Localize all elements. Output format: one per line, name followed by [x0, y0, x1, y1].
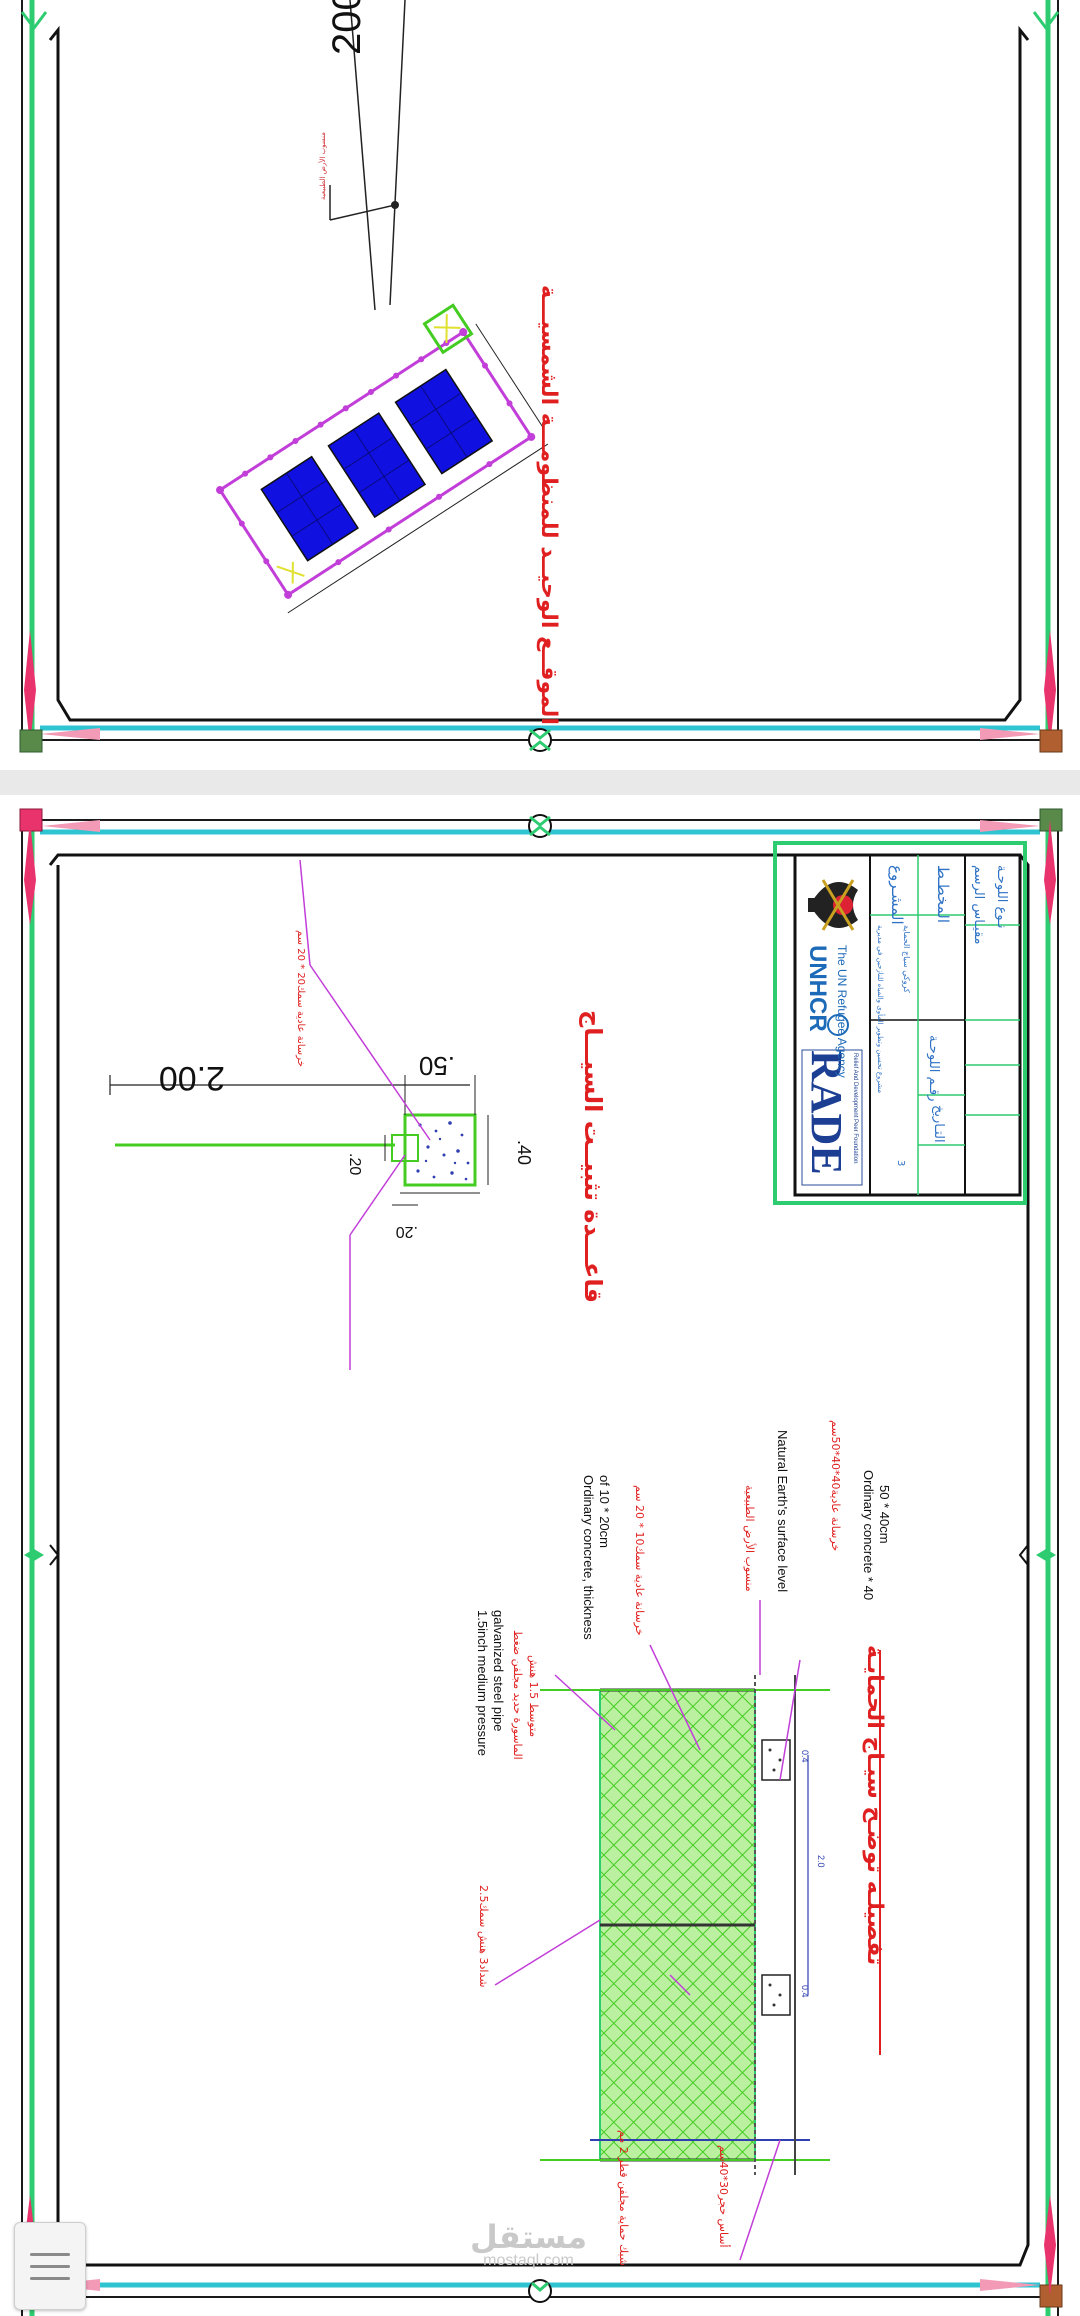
sheet-1-frame [19, 0, 1063, 753]
tb-sheet-no-value: 3 [895, 1160, 906, 1166]
site-title: الموقــع الوحيــد للمنظومـــة الشمسيـــة [536, 285, 561, 725]
svg-text:The UN Refugee Agency: The UN Refugee Agency [835, 945, 849, 1078]
anchor-dim-20b: .20 [396, 1223, 418, 1240]
label-stone-base: أساس حجر30*40سم [717, 2145, 731, 2248]
label-tension-wire: شداد3 هنش سمك2.5 [477, 1885, 490, 1987]
rade-logo: RADE Relief And Development Peer Foundat… [801, 1049, 863, 1186]
hamburger-icon-line [30, 2252, 70, 2256]
label-pipe-ar-1: الماسورة حديد مجلفن ضغط [511, 1630, 524, 1760]
sheet-2-frame [19, 808, 1063, 2316]
drawing-sheet-1: 200 منسوب الأرض الطبيعية الموقــع الوحيـ… [0, 0, 1080, 770]
label-concrete-en-2: of 10 * 20cm [597, 1475, 612, 1548]
anchor-dim-40: .40 [514, 1140, 534, 1165]
tb-subject-value: كروكي سياج الحماية [902, 925, 911, 993]
svg-text:Relief And Development Peer Fo: Relief And Development Peer Foundation [852, 1053, 858, 1163]
dimension-200: 200 [325, 0, 369, 55]
anchor-dim-50: .50 [419, 1051, 455, 1081]
sheet-1-canvas: 200 منسوب الأرض الطبيعية الموقــع الوحيـ… [19, 0, 1063, 753]
tb-sheet-no-label: رقـم اللوحـة [926, 1035, 941, 1102]
unhcr-logo: UNHCR The UN Refugee Agency [804, 945, 849, 1078]
site-survey-lines [329, 0, 406, 311]
tb-scale-label: مقيـاس الرسم [971, 865, 986, 945]
label-pipe-ar-2: متوسط 1.5 هنش [527, 1655, 540, 1737]
sheet-2-canvas: RADE Relief And Development Peer Foundat… [19, 808, 1063, 2316]
anchor-dim-200: 2.00 [159, 1059, 225, 1097]
title-block: RADE Relief And Development Peer Foundat… [773, 841, 1027, 1205]
dim-small-2: 0.4 [800, 1985, 810, 1998]
label-footing-en-2: 50 * 40cm [877, 1485, 892, 1544]
dim-span: 2.0 [816, 1855, 826, 1868]
tb-sheet-type-label: نـوع اللوحـة [994, 865, 1009, 928]
drawing-sheet-2: RADE Relief And Development Peer Foundat… [0, 795, 1080, 2316]
svg-text:UNHCR: UNHCR [804, 945, 831, 1032]
fence-detail-title: تفصيلـه توضـح سيـاج الحمايـة [862, 1645, 887, 1965]
tb-project-value: مشروع تحسين وتطوير المأوى والمياه للنازح… [876, 925, 886, 1093]
solar-panel-array [260, 368, 494, 562]
label-pipe-en-1: 1.5inch medium pressure [475, 1610, 490, 1756]
label-concrete-ar: خرسانة عادية سمك10 * 20 سم [633, 1485, 646, 1636]
label-ground-en: Natural Earth's surface level [775, 1430, 790, 1592]
svg-text:RADE: RADE [802, 1050, 851, 1175]
small-site-note: منسوب الأرض الطبيعية [318, 132, 327, 200]
label-pipe-en-2: galvanized steel pipe [491, 1610, 506, 1731]
tb-date-label: التـاريخ [931, 1105, 946, 1143]
anchor-dim-20a: .20 [346, 1153, 363, 1175]
anchor-concrete-label: خرسانة عادية سمك20 * 20 سم [295, 930, 306, 1067]
dim-small-1: 0.4 [800, 1750, 810, 1763]
menu-button[interactable] [14, 2222, 86, 2310]
anchor-title: قاعـــدة تثبيــت السيـــاج [579, 1010, 607, 1303]
yemen-emblem-icon [808, 879, 858, 931]
label-footing-en-1: Ordinary concrete * 40 [861, 1470, 876, 1600]
solar-site-plot [216, 303, 549, 614]
hamburger-icon-line [30, 2264, 70, 2268]
tb-project-label: المشـروع [888, 865, 906, 925]
tb-subject-label: المخطـط [934, 865, 952, 923]
hamburger-icon-line [30, 2276, 70, 2280]
label-ground-ar: منسوب الأرض الطبيعية [743, 1485, 757, 1592]
label-footing-ar: خرسانة عادية40*40*50سم [829, 1420, 842, 1551]
label-mesh: شبك حماية مجلفن قطر 2 مم [617, 2130, 630, 2266]
label-concrete-en-1: Ordinary concrete, thickness [581, 1475, 596, 1640]
anchor-detail [109, 859, 489, 1370]
mostaql-watermark: مستقل mostaql.com [470, 2218, 588, 2269]
fence-elevation [494, 1600, 830, 2261]
